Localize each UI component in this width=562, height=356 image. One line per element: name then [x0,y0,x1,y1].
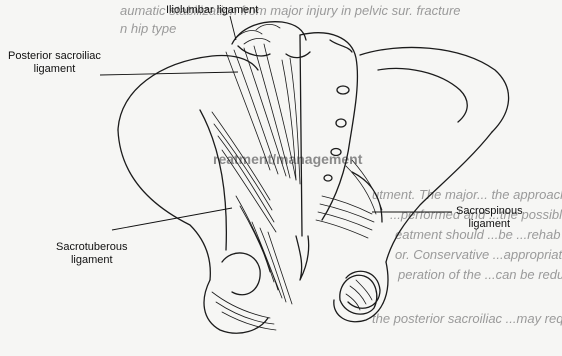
right-ilium-fossa [378,68,467,122]
sacrotuberous-label-line2: ligament [56,254,128,267]
sacral-foramen-2 [336,119,346,127]
left-inner-contour [200,110,226,250]
sacral-foramen-1 [337,86,349,94]
ligament-fibers [212,24,382,330]
leader-iliolumbar [230,16,236,40]
sacrospinous-label-line1: Sacrospinous [456,205,523,218]
posterior-sacroiliac-ligament-label: Posterior sacroiliac ligament [8,50,101,76]
sacrospinous-ligament-label: Sacrospinous ligament [456,205,523,231]
sacral-crest [300,35,302,236]
left-iliac-crest [118,56,258,130]
posterior-sacroiliac-label-line1: Posterior sacroiliac [8,50,101,63]
sacral-ala-upper [330,40,352,52]
sacrotuberous-label-line1: Sacrotuberous [56,241,128,254]
sacrum-right-outline [300,33,357,220]
sacral-foramen-3 [331,149,341,156]
leader-posterior-sacroiliac [100,72,238,75]
left-obturator [222,253,260,295]
posterior-sacroiliac-label-line2: ligament [8,63,101,76]
coccyx [296,236,309,280]
lumbar-transverse-process [238,46,310,58]
iliolumbar-ligament-label: Iliolumbar ligament [166,4,258,17]
leader-sacrotuberous [112,208,232,230]
right-iliac-crest [360,47,509,132]
sacrotuberous-ligament-label: Sacrotuberous ligament [56,241,128,267]
left-ilium-outline [118,130,210,280]
sacral-foramen-4 [324,175,332,181]
sacrospinous-label-line2: ligament [456,218,523,231]
right-ilium-outline [386,132,492,262]
